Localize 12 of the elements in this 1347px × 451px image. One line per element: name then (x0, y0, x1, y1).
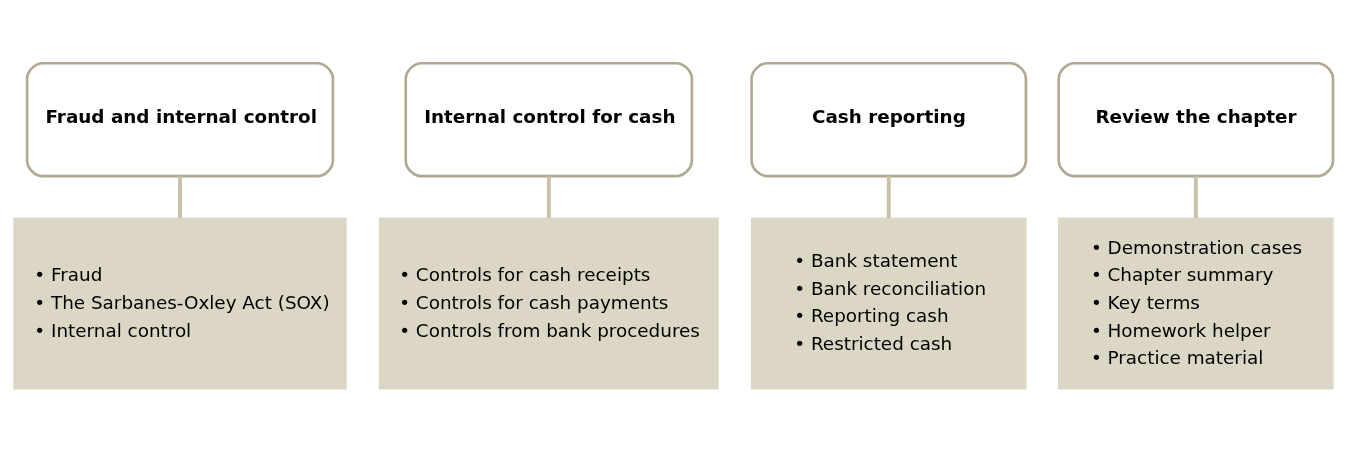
node-box: Cash reporting (750, 61, 1028, 177)
connector (546, 175, 551, 218)
node-box: • Demonstration cases • Chapter summary • Key terms • Homework helper • Practice material (1058, 216, 1334, 389)
connector (886, 175, 891, 218)
node-box: Internal control for cash (404, 61, 694, 177)
node-box: • Fraud • The Sarbanes-Oxley Act (SOX) • Internal control (13, 216, 347, 389)
connector (178, 175, 182, 218)
node-box: Review the chapter (1057, 61, 1335, 177)
node-box: Fraud and internal control (25, 61, 335, 177)
node-box: • Bank statement • Bank reconciliation • Reporting cash • Restricted cash (750, 216, 1027, 389)
node-box: • Controls for cash receipts • Controls for cash payments • Controls from bank procedures (378, 216, 719, 389)
connector (1193, 175, 1198, 218)
